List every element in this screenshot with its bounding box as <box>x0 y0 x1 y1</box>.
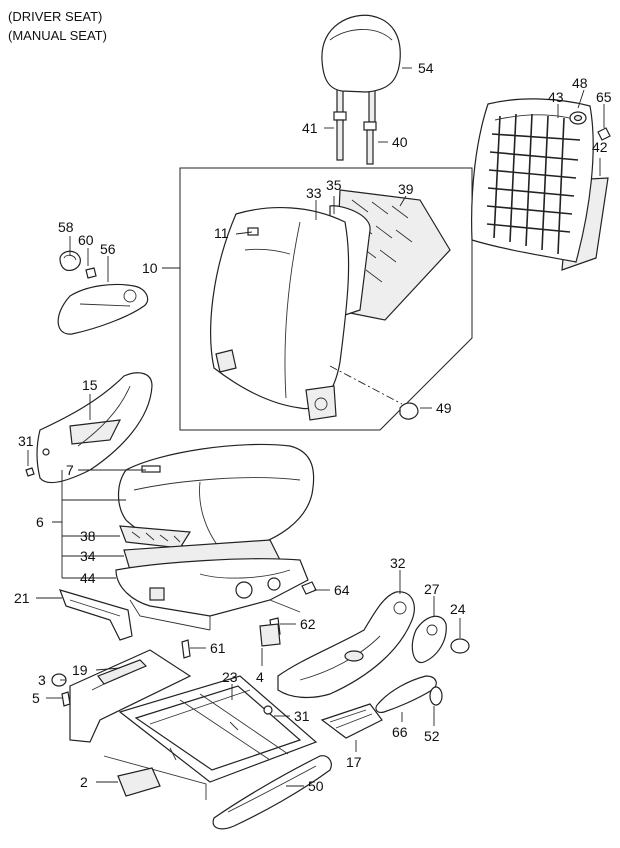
callout-40: 40 <box>392 134 408 150</box>
callout-11: 11 <box>214 225 229 241</box>
callout-38: 38 <box>80 528 96 544</box>
recliner-cover <box>57 283 149 335</box>
callout-56: 56 <box>100 241 116 257</box>
seat-cushion <box>117 443 315 551</box>
callout-21: 21 <box>14 590 30 606</box>
knob-49 <box>399 402 419 420</box>
lever-27 <box>411 615 447 664</box>
header-line-driver-seat: (DRIVER SEAT) <box>8 9 103 24</box>
callout-5: 5 <box>32 690 40 706</box>
callout-50: 50 <box>308 778 324 794</box>
callout-60: 60 <box>78 232 94 248</box>
seat-back-cushion <box>210 189 451 421</box>
callout-10: 10 <box>142 260 158 276</box>
bolt-61 <box>181 639 191 659</box>
seat-frame-23 <box>103 675 318 800</box>
callout-3: 3 <box>38 672 46 688</box>
header-line-manual-seat: (MANUAL SEAT) <box>8 28 107 43</box>
callout-17: 17 <box>346 754 362 770</box>
callout-2: 2 <box>80 774 88 790</box>
callout-65: 65 <box>596 89 612 105</box>
callout-58: 58 <box>58 219 74 235</box>
cushion-frame-44 <box>115 558 309 631</box>
rail-cover-21 <box>59 589 133 641</box>
callout-54: 54 <box>418 60 434 76</box>
screw-65 <box>597 127 611 141</box>
callout-4: 4 <box>256 669 264 685</box>
screw-60 <box>85 267 97 279</box>
callout-44: 44 <box>80 570 96 586</box>
callout-49: 49 <box>436 400 452 416</box>
seat-back-frame <box>471 98 609 271</box>
callout-31-right: 31 <box>294 708 310 724</box>
callout-15: 15 <box>82 377 98 393</box>
screw-31-left <box>25 467 35 477</box>
callout-66: 66 <box>392 724 408 740</box>
leader-dash-49 <box>329 365 403 405</box>
callout-27: 27 <box>424 581 440 597</box>
bracket-19 <box>69 649 192 743</box>
callout-34: 34 <box>80 548 96 564</box>
headrest-guide-right <box>363 121 377 165</box>
cap-24 <box>450 638 470 654</box>
side-shield <box>36 372 153 484</box>
callout-32: 32 <box>390 555 406 571</box>
bracket-4 <box>259 623 281 647</box>
callout-64: 64 <box>334 582 350 598</box>
cap-52 <box>429 686 443 706</box>
grommet-48 <box>569 111 587 125</box>
handle-66 <box>375 675 437 713</box>
callout-19: 19 <box>72 662 88 678</box>
callout-61: 61 <box>210 640 226 656</box>
callout-6: 6 <box>36 514 44 530</box>
callout-52: 52 <box>424 728 440 744</box>
screw-5 <box>61 691 71 707</box>
module-2 <box>117 767 161 797</box>
callout-48: 48 <box>572 75 588 91</box>
rail-cover-50 <box>212 755 332 830</box>
callout-62: 62 <box>300 616 316 632</box>
headrest-guide-left <box>333 111 347 161</box>
callout-31-left: 31 <box>18 433 34 449</box>
callout-42: 42 <box>592 139 608 155</box>
callout-23: 23 <box>222 669 238 685</box>
callout-24: 24 <box>450 601 466 617</box>
seat-back-assembly-box <box>179 167 473 431</box>
callout-35: 35 <box>326 177 342 193</box>
callout-7: 7 <box>66 462 74 478</box>
bolt-64 <box>301 581 317 595</box>
headrest <box>321 14 401 123</box>
callout-39: 39 <box>398 181 414 197</box>
callout-43: 43 <box>548 89 564 105</box>
tray-17 <box>320 703 383 739</box>
callout-33: 33 <box>306 185 322 201</box>
side-cover-32 <box>277 591 415 699</box>
callout-41: 41 <box>302 120 318 136</box>
